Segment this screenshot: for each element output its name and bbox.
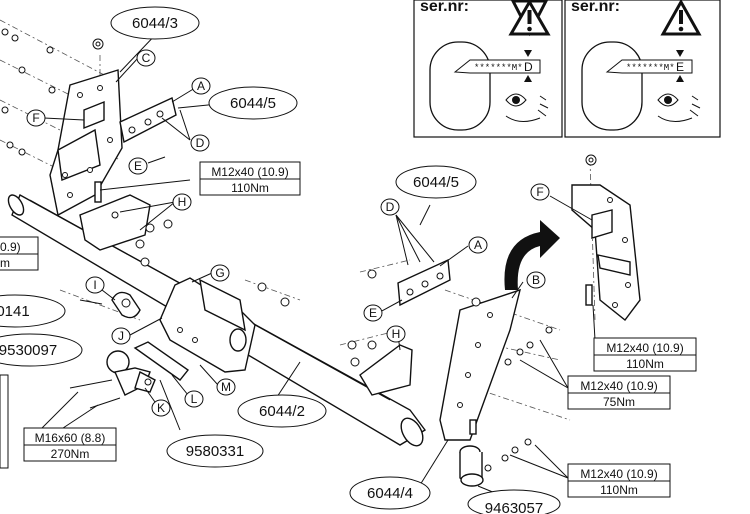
part-number: 6044/3 <box>132 15 178 32</box>
callout-k: K <box>157 401 165 415</box>
callout-h: H <box>392 327 401 341</box>
serial-code-e: *******M* <box>626 63 675 73</box>
spec-size: 0.9) <box>0 240 21 254</box>
lower-left-bracket <box>79 194 151 251</box>
vehicle-outline <box>429 41 491 131</box>
part-number: 9463057 <box>485 500 543 514</box>
callout-a: A <box>197 79 205 93</box>
spec-torque: 110Nm <box>600 483 638 497</box>
callout-d: D <box>386 200 395 214</box>
callout-e: E <box>369 306 377 320</box>
spec-torque: 75Nm <box>603 395 635 409</box>
spec-torque: 110Nm <box>626 357 664 371</box>
callout-a: A <box>474 238 482 252</box>
label-6044-3: 6044/3 <box>110 6 200 40</box>
spec-box-right-top: M12x40 (10.9) 110Nm <box>593 337 697 372</box>
warning-panel-e: ser.nr: *******M* E <box>564 0 721 138</box>
far-right-bracket <box>571 184 641 321</box>
sernr-label-e: ser.nr: <box>571 0 620 15</box>
center-bracket <box>159 277 256 373</box>
right-bracket <box>439 288 521 441</box>
label-9580331: 9580331 <box>166 434 264 468</box>
label-6044-5-right: 6044/5 <box>395 165 477 199</box>
callout-m: M <box>221 380 231 394</box>
tow-ball <box>106 350 156 396</box>
spec-torque: 110Nm <box>231 181 269 195</box>
warning-triangle-icon <box>508 0 551 37</box>
spec-box-right-bottom: M12x40 (10.9) 110Nm <box>567 463 671 498</box>
socket-plate <box>133 341 190 381</box>
callout-h: H <box>178 195 187 209</box>
spec-box-left-cut: 0.9) m <box>0 236 39 271</box>
callout-l: L <box>191 392 198 406</box>
spec-size: M16x60 (8.8) <box>35 431 106 445</box>
top-plate <box>119 97 177 144</box>
label-9463057: 9463057 <box>467 489 561 514</box>
right-plate <box>397 258 451 307</box>
part-number: 9530097 <box>0 342 57 359</box>
label-6044-4: 6044/4 <box>349 476 431 510</box>
spec-size: M12x40 (10.9) <box>580 379 657 393</box>
leader-lines <box>39 29 596 496</box>
serial-marker-d: D <box>524 60 533 74</box>
spec-box-right-mid: M12x40 (10.9) 75Nm <box>567 375 671 410</box>
callout-g: G <box>215 266 224 280</box>
fasteners <box>1 28 597 472</box>
part-number: 0141 <box>0 303 30 320</box>
callout-f: F <box>32 111 39 125</box>
callout-d: D <box>196 136 205 150</box>
sernr-label-d: ser.nr: <box>420 0 469 15</box>
serial-code-d: *******M* <box>474 63 523 73</box>
label-6044-5-top: 6044/5 <box>208 86 298 120</box>
spec-size: M12x40 (10.9) <box>606 341 683 355</box>
eye-icon <box>505 93 549 122</box>
callout-f: F <box>536 185 543 199</box>
warning-triangle-icon <box>660 0 702 36</box>
callout-c: C <box>142 51 151 65</box>
callout-b: B <box>532 273 540 287</box>
callout-e: E <box>134 159 142 173</box>
vehicle-outline <box>581 41 643 131</box>
spec-torque: 270Nm <box>51 447 90 461</box>
right-lower-bracket <box>359 344 413 396</box>
spec-box-top: M12x40 (10.9) 110Nm <box>199 161 301 196</box>
letter-callouts: C A F D E H G I J M L K D A E H B F <box>26 49 550 417</box>
spec-box-ball: M16x60 (8.8) 270Nm <box>0 374 117 469</box>
electric-socket-ring <box>111 291 141 319</box>
part-number: 6044/5 <box>413 174 459 191</box>
label-0141: 0141 <box>0 294 66 328</box>
callout-i: I <box>93 278 96 292</box>
part-number: 6044/2 <box>259 403 305 420</box>
spec-size: M12x40 (10.9) <box>211 165 288 179</box>
rotate-arrow-icon <box>504 220 560 290</box>
eye-icon <box>657 93 701 122</box>
spec-torque: m <box>0 256 10 270</box>
part-number: 9580331 <box>186 443 244 460</box>
callout-j: J <box>118 329 124 343</box>
part-number: 6044/5 <box>230 95 276 112</box>
part-number: 6044/4 <box>367 485 413 502</box>
label-6044-2: 6044/2 <box>237 394 327 428</box>
serial-marker-e: E <box>676 60 684 74</box>
spec-size: M12x40 (10.9) <box>580 467 657 481</box>
left-top-bracket <box>49 69 123 217</box>
cap <box>459 445 484 487</box>
warning-panel-d: ser.nr: *******M* D <box>413 0 563 138</box>
label-9530097: 9530097 <box>0 333 83 367</box>
